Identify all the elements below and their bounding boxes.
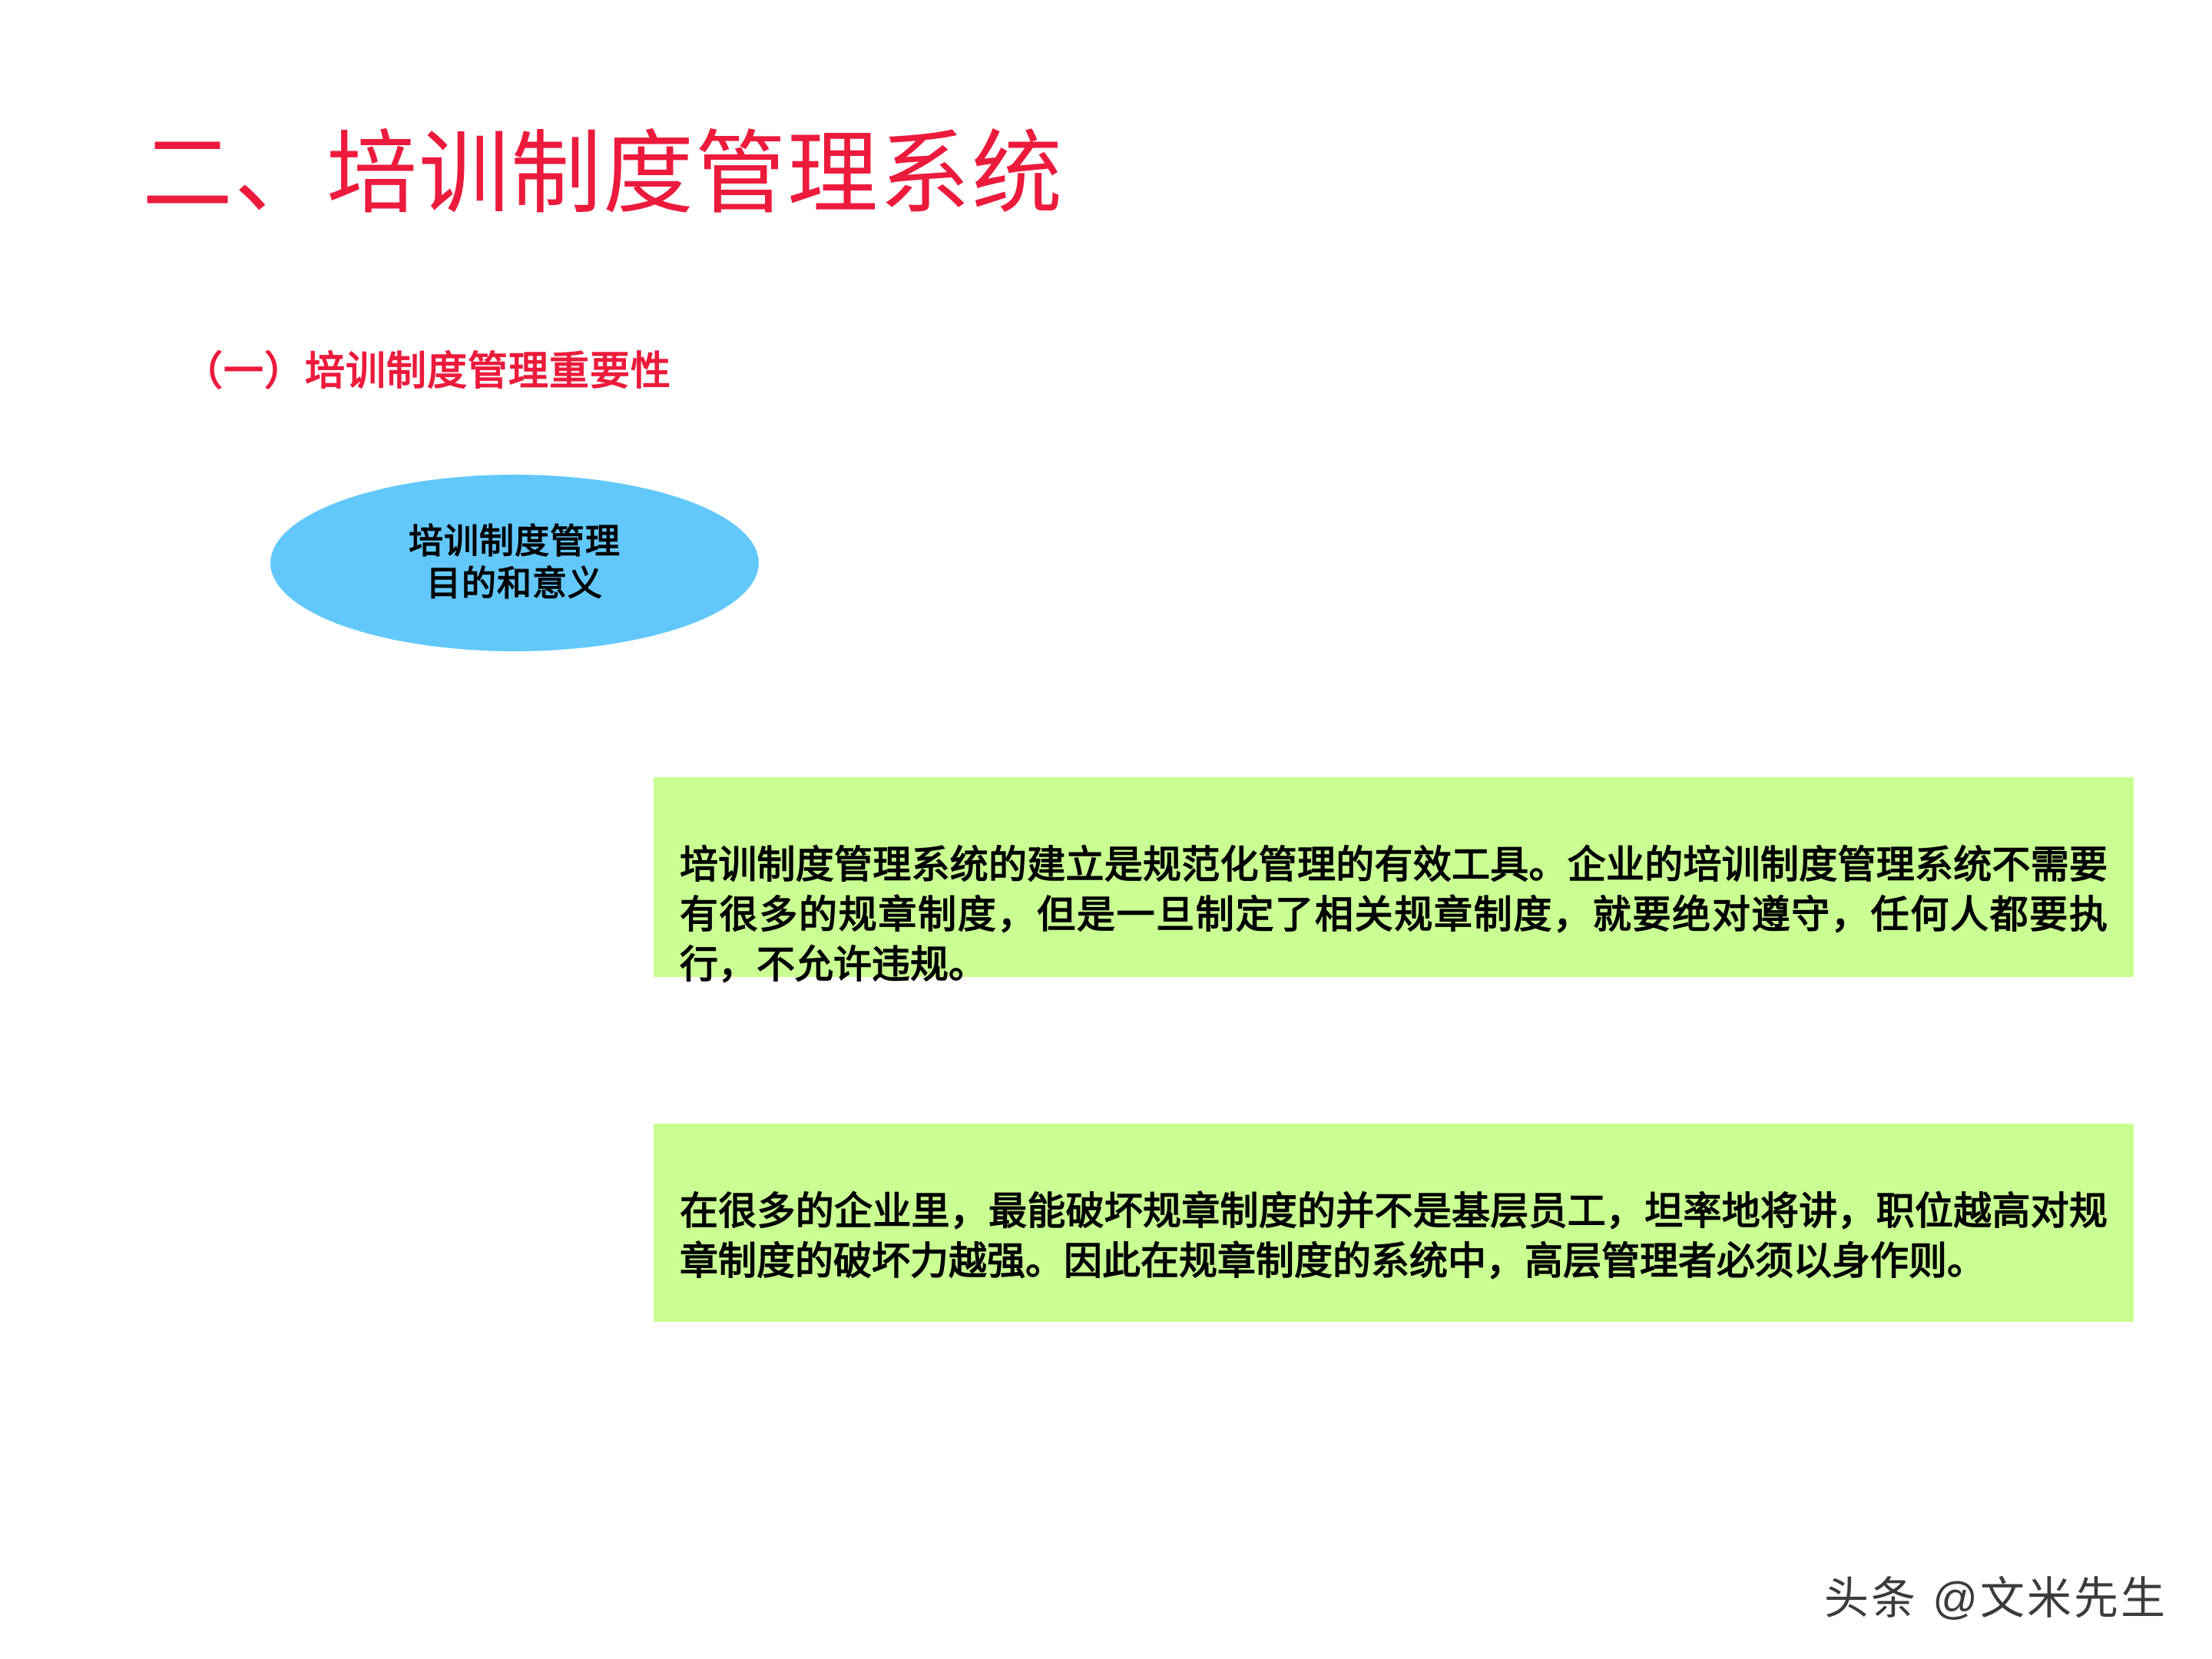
callout-box-1-text: 培训制度管理系统的建立是规范化管理的有效工具。企业的培训制度管理系统不需要有很多… [680, 843, 2108, 986]
callout-box-1: 培训制度管理系统的建立是规范化管理的有效工具。企业的培训制度管理系统不需要有很多… [654, 777, 2134, 986]
page-title: 二、培训制度管理系统 [142, 121, 1065, 227]
callout-box-2: 在很多的企业里，最能破坏规章制度的并不是基层员工，坦率地将讲，职位越高对规章制度… [654, 1124, 2134, 1322]
topic-ellipse: 培训制度管理 目的和意义 [270, 475, 759, 651]
callout-box-2-text: 在很多的企业里，最能破坏规章制度的并不是基层员工，坦率地将讲，职位越高对规章制度… [680, 1190, 2108, 1283]
section-heading: （一）培训制度管理重要性 [183, 349, 672, 395]
watermark: 头条 @文米先生 [1824, 1574, 2167, 1624]
topic-ellipse-line-1: 培训制度管理 [408, 522, 621, 561]
topic-ellipse-line-2: 目的和意义 [426, 564, 603, 603]
